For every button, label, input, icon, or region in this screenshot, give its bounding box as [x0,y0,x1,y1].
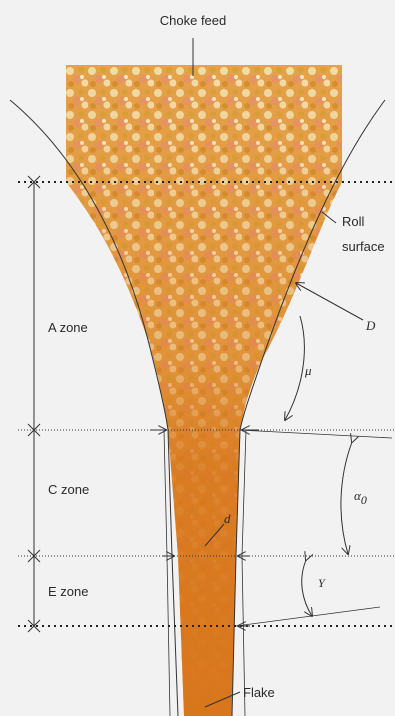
roll-surface-label-line2: surface [342,239,385,254]
right-roll-surface [231,99,386,716]
roll-surface-label-line1: Roll [342,214,365,229]
flake-leader [204,691,241,708]
d-gap-leader [204,523,225,547]
flake-label: Flake [243,685,275,700]
alpha-angle-arrow [340,442,352,554]
roll-diameter-symbol: D [365,318,376,333]
right-outer-roll-line [241,429,247,716]
nip-angle-symbol: α0 [354,488,367,507]
c-zone-label: C zone [48,482,89,497]
d-diameter-arrow [296,283,364,321]
roll-surface-leader [321,211,337,224]
mu-angle-arrow [285,315,305,420]
left-roll-surface [9,99,179,716]
material-feed-body [66,65,342,716]
e-zone-label: E zone [48,584,88,599]
choke-feed-label: Choke feed [160,13,227,28]
a-zone-label: A zone [48,320,88,335]
zone-dimension-line [27,175,41,633]
gap-symbol: d [224,511,231,526]
gamma-symbol: Y [318,576,326,590]
nip-angle-tangent-line [239,429,393,439]
friction-angle-symbol: μ [304,363,312,378]
gamma-angle-arrow [301,560,312,616]
